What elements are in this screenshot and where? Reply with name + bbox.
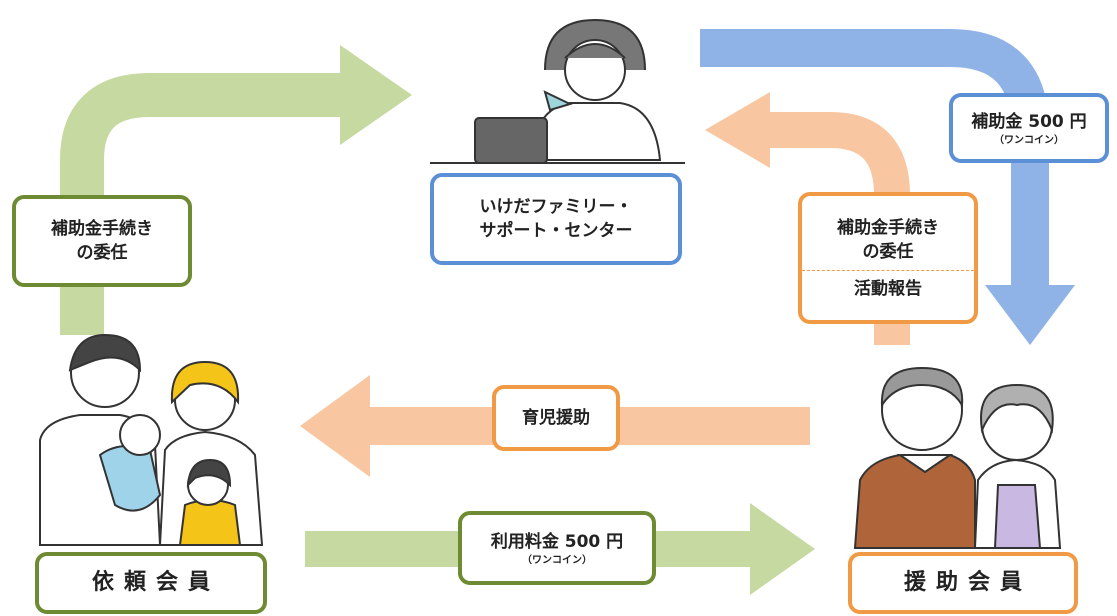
helper-to-center-line1: 補助金手続き	[837, 217, 939, 238]
green-arrow-to-center	[60, 45, 412, 335]
center-to-helper-sub: （ワンコイン）	[994, 134, 1064, 146]
helper-node-label: 援助会員	[903, 570, 1032, 595]
helper-to-center-label: 補助金手続き の委任 活動報告	[798, 192, 978, 324]
helper-to-requester-text: 育児援助	[522, 408, 590, 428]
requester-to-center-line2: の委任	[76, 243, 128, 263]
center-to-helper-main: 補助金 500 円	[971, 111, 1087, 132]
helper-to-center-line3: 活動報告	[854, 278, 922, 299]
center-node-box: いけだファミリー・ サポート・センター	[430, 173, 682, 265]
helper-to-center-line2: の委任	[862, 241, 914, 262]
center-node-line2: サポート・センター	[479, 221, 633, 241]
helper-to-center-divider	[802, 269, 974, 271]
family-icon	[39, 333, 264, 546]
requester-to-helper-sub: （ワンコイン）	[522, 554, 592, 566]
center-node-line1: いけだファミリー・	[479, 197, 633, 217]
orange-arrow-to-center	[705, 92, 910, 345]
elderly-couple-icon	[853, 366, 1062, 549]
receptionist-icon	[430, 18, 685, 164]
requester-node-label: 依頼会員	[91, 570, 220, 595]
requester-to-center-line1: 補助金手続き	[51, 219, 153, 239]
center-to-helper-label: 補助金 500 円 （ワンコイン）	[949, 93, 1109, 163]
requester-to-helper-main: 利用料金 500 円	[490, 531, 624, 552]
helper-node-box: 援助会員	[848, 552, 1078, 614]
requester-to-center-label: 補助金手続き の委任	[12, 195, 192, 287]
helper-to-requester-label: 育児援助	[492, 385, 620, 451]
requester-node-box: 依頼会員	[35, 552, 267, 614]
requester-to-helper-label: 利用料金 500 円 （ワンコイン）	[458, 511, 656, 585]
